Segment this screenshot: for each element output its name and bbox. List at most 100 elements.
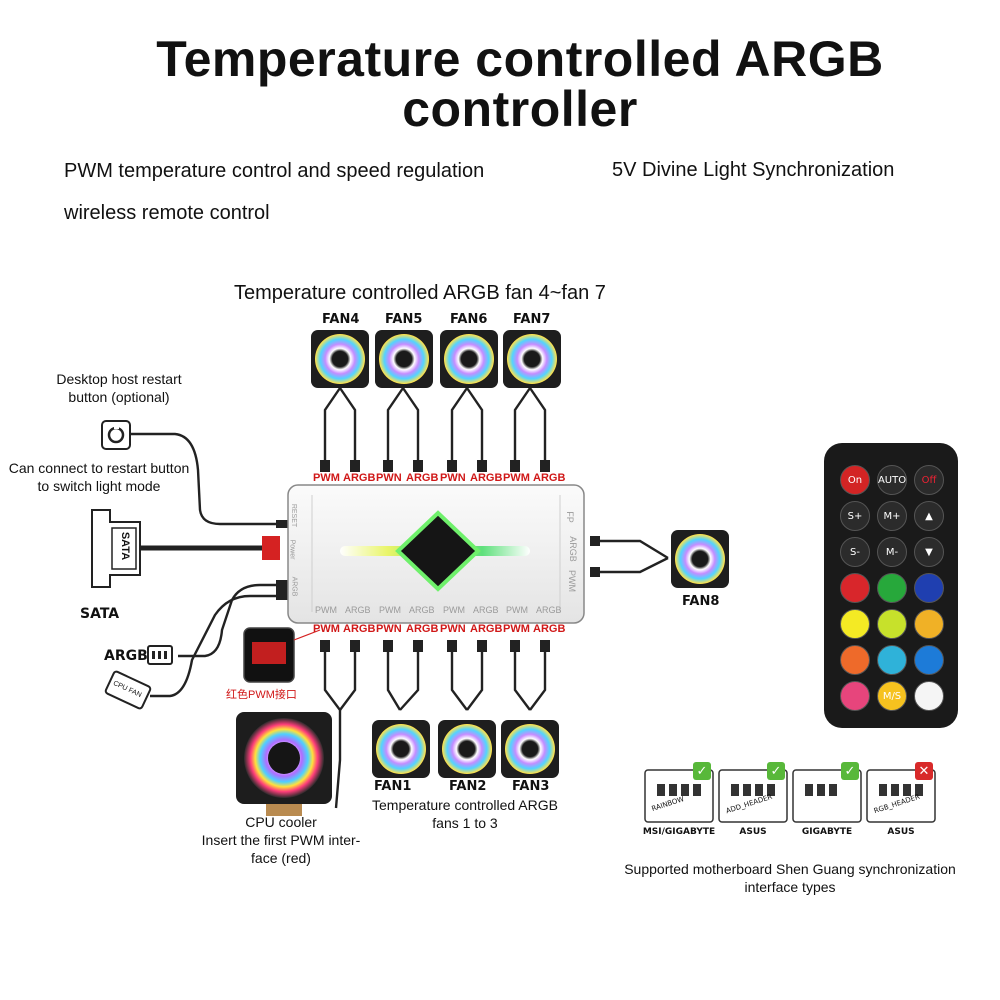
sata-label: SATA [80, 606, 120, 622]
argb-label: ARGB [104, 648, 148, 664]
fan2-label: FAN2 [449, 779, 487, 794]
hub-led-diamond [395, 510, 481, 592]
port-label: PWN [376, 623, 402, 635]
red-pwm-label: 红色PWM接口 [226, 689, 297, 701]
fan5-label: FAN5 [385, 312, 423, 327]
motherboard-name: ASUS [739, 827, 767, 837]
hub-side-argb-label: ARGB [567, 536, 578, 562]
port-label: ARGB [470, 623, 503, 635]
top-fans-caption: Temperature controlled ARGB fan 4~fan 7 [234, 282, 606, 304]
fan-3 [501, 720, 559, 778]
cpu-cooler-line-2: Insert the first PWM inter- [201, 832, 361, 848]
port-label: ARGB [533, 472, 566, 484]
port-label: PWM [313, 472, 340, 484]
fan8-label: FAN8 [682, 594, 720, 609]
hub-port-label: ARGB [345, 605, 371, 615]
remote-button[interactable] [840, 681, 870, 711]
remote-button[interactable]: M+ [877, 501, 907, 531]
fan7-label: FAN7 [513, 312, 551, 327]
port-label: PWN [440, 623, 466, 635]
sata-plug-text: SATA [119, 531, 132, 561]
motherboard-name: MSI/GIGABYTE [642, 827, 716, 837]
port-label: ARGB [406, 623, 439, 635]
hub-port-label: ARGB [473, 605, 499, 615]
port-label: PWN [376, 472, 402, 484]
fan-5 [375, 330, 433, 388]
fan4-label: FAN4 [322, 312, 360, 327]
motherboard-caption: Supported motherboard Shen Guang synchro… [600, 860, 980, 896]
fan6-label: FAN6 [450, 312, 488, 327]
hub-fp-label: FP [564, 511, 575, 523]
remote-button[interactable]: ▲ [914, 501, 944, 531]
fan-2 [438, 720, 496, 778]
fan-4 [311, 330, 369, 388]
hub-port-label: PWM [443, 605, 465, 615]
fan-7 [503, 330, 561, 388]
cpu-fan-connector-icon [104, 670, 152, 710]
motherboard-name: ASUS [887, 827, 915, 837]
feature-sync: 5V Divine Light Synchronization [612, 159, 895, 181]
cpu-cooler-line-1: CPU cooler [245, 814, 317, 830]
hub-power-label: Power [288, 539, 296, 560]
port-label: ARGB [343, 623, 376, 635]
bottom-caption-line-2: fans 1 to 3 [432, 815, 498, 831]
remote-button[interactable] [840, 609, 870, 639]
remote-button[interactable] [877, 609, 907, 639]
hub-port-label: ARGB [409, 605, 435, 615]
remote-button[interactable] [877, 645, 907, 675]
remote-button[interactable] [914, 681, 944, 711]
port-label: PWM [313, 623, 340, 635]
remote-button[interactable] [914, 609, 944, 639]
remote-button[interactable] [840, 573, 870, 603]
fan1-label: FAN1 [374, 779, 412, 794]
hub-port-label: PWM [506, 605, 528, 615]
bottom-fans-caption: Temperature controlled ARGB fans 1 to 3 [350, 796, 580, 832]
hub-port-label: ARGB [536, 605, 562, 615]
port-label: ARGB [406, 472, 439, 484]
cross-icon: ✕ [915, 762, 933, 780]
argb-connector-icon [147, 645, 173, 665]
mb-caption-line-2: interface types [744, 879, 836, 895]
port-label: PWM [503, 623, 530, 635]
feature-remote: wireless remote control [64, 202, 270, 224]
hub-port-label: PWM [315, 605, 337, 615]
cpu-cooler-caption: CPU cooler Insert the first PWM inter- f… [183, 813, 379, 867]
port-label: ARGB [343, 472, 376, 484]
fan-8 [671, 530, 729, 588]
port-label: PWM [503, 472, 530, 484]
hub-left-argb-label: ARGB [290, 576, 298, 597]
restart-button-icon [101, 420, 131, 450]
remote-button[interactable]: S- [840, 537, 870, 567]
remote-button[interactable]: Off [914, 465, 944, 495]
motherboard-icons [644, 769, 936, 823]
page-title: Temperature controlled ARGB controller [0, 34, 1000, 134]
hub-side-pwm-label: PWM [567, 570, 577, 592]
remote-button[interactable]: M- [877, 537, 907, 567]
remote-button[interactable]: M/S [877, 681, 907, 711]
hub-port-label: PWM [379, 605, 401, 615]
cpu-cooler-line-3: face (red) [251, 850, 311, 866]
remote-button[interactable]: On [840, 465, 870, 495]
feature-pwm: PWM temperature control and speed regula… [64, 160, 485, 182]
motherboard-name: GIGABYTE [801, 827, 853, 837]
check-icon: ✓ [693, 762, 711, 780]
port-label: ARGB [533, 623, 566, 635]
remote-button[interactable] [914, 573, 944, 603]
title-line-1: Temperature controlled ARGB [156, 31, 884, 87]
restart-note: Can connect to restart button to switch … [8, 460, 190, 494]
remote-button[interactable]: S+ [840, 501, 870, 531]
remote-button[interactable] [877, 573, 907, 603]
port-label: ARGB [470, 472, 503, 484]
check-icon: ✓ [767, 762, 785, 780]
check-icon: ✓ [841, 762, 859, 780]
bottom-caption-line-1: Temperature controlled ARGB [372, 797, 558, 813]
sata-connector-icon [91, 509, 141, 588]
remote-button[interactable] [914, 645, 944, 675]
remote-button[interactable]: AUTO [877, 465, 907, 495]
title-line-2: controller [402, 81, 638, 137]
remote-button[interactable] [840, 645, 870, 675]
hub-reset-label: RESET [290, 503, 298, 528]
remote-button[interactable]: ▼ [914, 537, 944, 567]
fan3-label: FAN3 [512, 779, 550, 794]
